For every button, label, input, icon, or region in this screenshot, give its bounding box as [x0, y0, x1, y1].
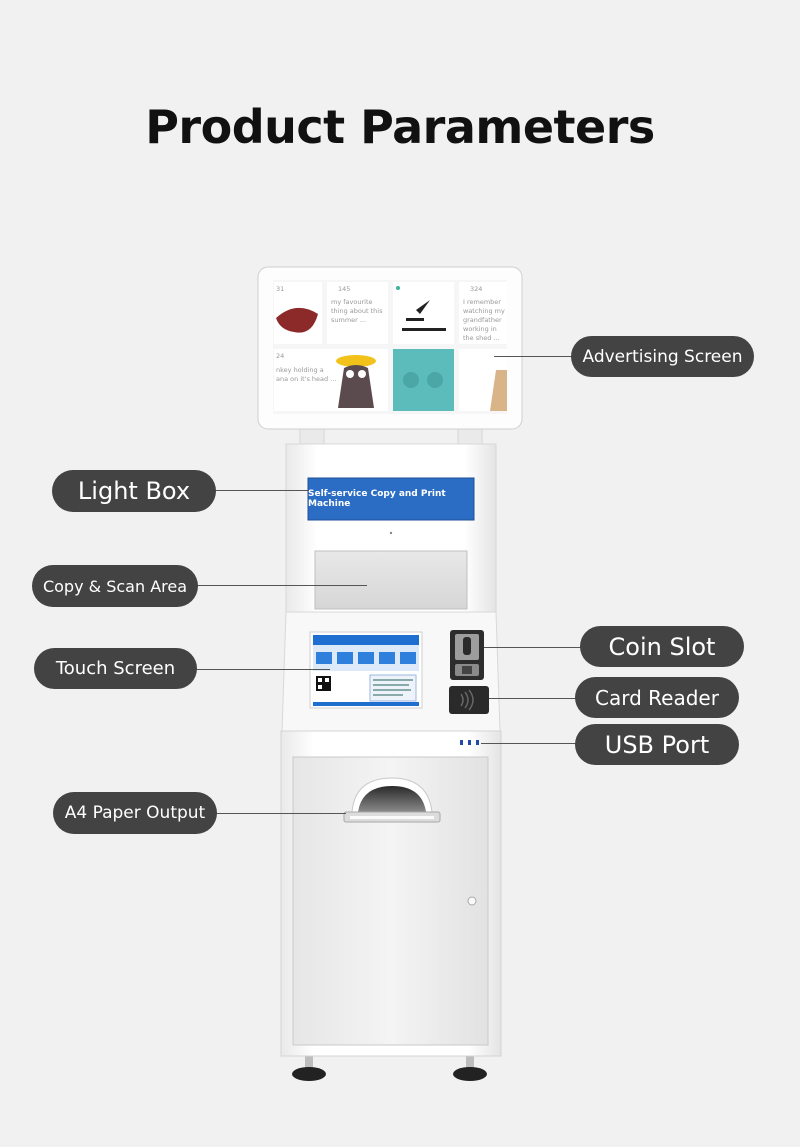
tile-5-count: 24: [276, 352, 285, 360]
card-reader-illustration: [449, 686, 489, 714]
leader-a4-paper-output: [216, 813, 346, 814]
callout-light-box: Light Box: [52, 470, 216, 512]
tile-2-count: 145: [338, 285, 351, 293]
tile-5-line-2: ana on it's head ...: [276, 375, 337, 383]
tile-4-line-1: I remember: [463, 298, 501, 306]
tile-5-line-1: nkey holding a: [276, 366, 324, 374]
callout-touch-screen: Touch Screen: [34, 648, 197, 689]
callout-card-reader: Card Reader: [575, 677, 739, 718]
copy-scan-window: [314, 550, 468, 610]
tile-2-line-3: summer ...: [331, 316, 367, 324]
usb-port-illustration: [460, 740, 479, 745]
leader-advertising-screen: [494, 356, 572, 357]
leader-usb-port: [481, 743, 576, 744]
leader-copy-scan-area: [197, 585, 367, 586]
callout-a4-paper-output: A4 Paper Output: [53, 792, 217, 834]
callout-coin-slot: Coin Slot: [580, 626, 744, 667]
tile-2-line-2: thing about this: [331, 307, 383, 315]
callout-advertising-screen: Advertising Screen: [571, 336, 754, 377]
callout-usb-port: USB Port: [575, 724, 739, 765]
touch-screen-illustration: [309, 631, 423, 709]
leader-light-box: [215, 490, 309, 491]
tile-1-count: 31: [276, 285, 285, 293]
tile-4-count: 324: [470, 285, 483, 293]
door-lock-icon: [467, 896, 477, 906]
tile-4-line-2: watching my: [463, 307, 505, 315]
tile-4-line-4: working in: [463, 325, 497, 333]
leader-card-reader: [489, 698, 576, 699]
light-box-banner: [307, 477, 475, 521]
leader-touch-screen: [196, 669, 330, 670]
kiosk-feet: [292, 1054, 487, 1081]
coin-slot-illustration: [450, 630, 484, 680]
callout-copy-scan-area: Copy & Scan Area: [32, 565, 198, 607]
page-title: Product Parameters: [145, 100, 655, 154]
tile-4-line-3: grandfather: [463, 316, 502, 324]
paper-output-illustration: [343, 777, 441, 823]
leader-coin-slot: [484, 647, 581, 648]
tile-2-line-1: my favourite: [331, 298, 373, 306]
advertising-screen-illustration: [257, 266, 523, 430]
tile-4-line-5: the shed ...: [463, 334, 500, 342]
light-box-banner-text: Self-service Copy and Print Machine: [308, 489, 446, 509]
